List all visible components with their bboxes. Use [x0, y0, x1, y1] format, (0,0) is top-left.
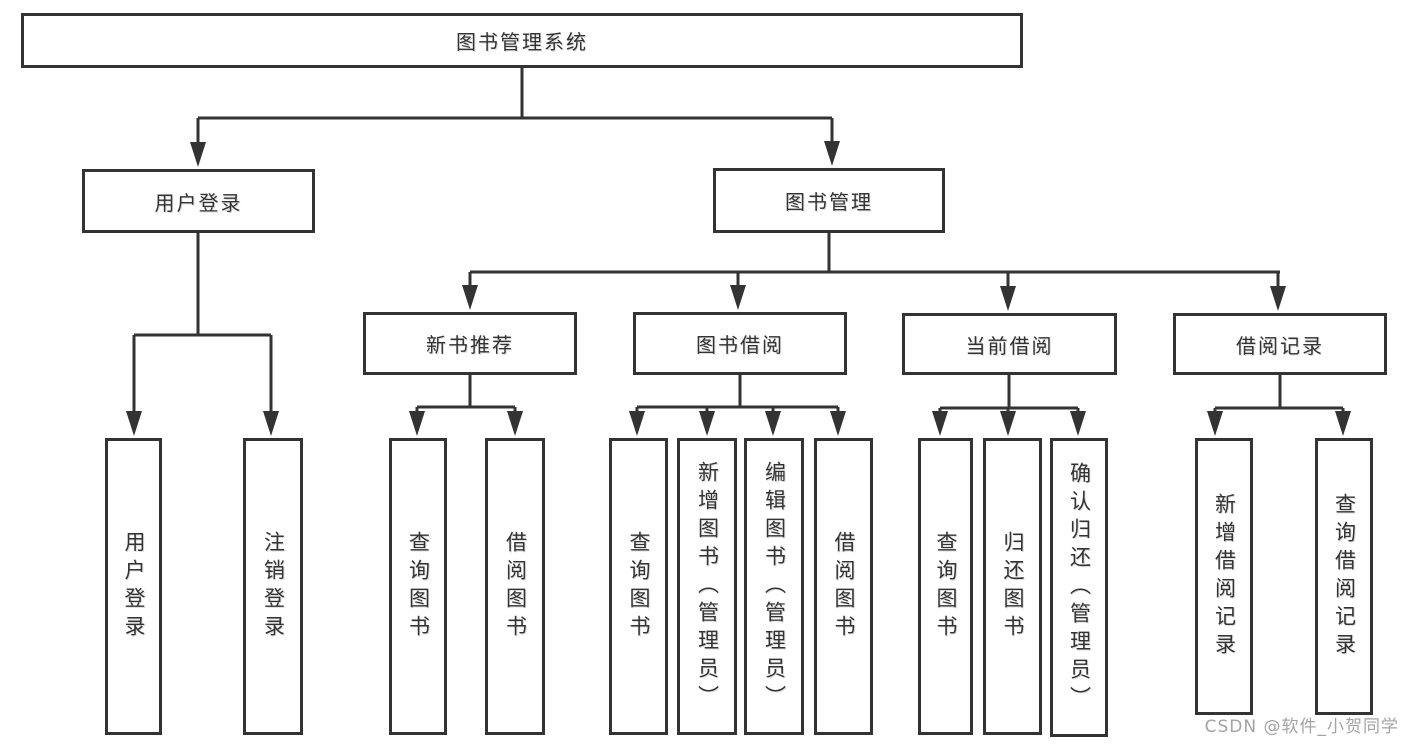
csdn-watermark: CSDN @软件_小贺同学 — [1204, 717, 1399, 737]
arrowhead-icon — [1000, 286, 1016, 311]
arrowhead-icon — [1270, 286, 1286, 311]
node-borrowing-records: 借阅记录 — [1173, 313, 1387, 375]
node-leaf-user-login: 用户登录 — [105, 438, 162, 735]
arrowhead-icon — [462, 285, 478, 310]
node-leaf-edit-books-admin: 编辑图书（管理员） — [744, 438, 804, 735]
node-current-borrowing: 当前借阅 — [902, 313, 1117, 375]
node-leaf-return-books: 归还图书 — [983, 438, 1042, 735]
node-leaf-confirm-return-admin: 确认归还（管理员） — [1050, 438, 1108, 737]
node-book-borrowing: 图书借阅 — [633, 312, 847, 375]
arrowhead-icon — [409, 411, 425, 436]
arrowhead-icon — [507, 411, 523, 436]
arrowhead-icon — [629, 411, 645, 436]
arrowhead-icon — [830, 411, 846, 436]
arrowhead-icon — [824, 141, 840, 166]
arrowhead-icon — [190, 142, 206, 167]
node-leaf-query-books-borrow: 查询图书 — [609, 438, 668, 735]
arrowhead-icon — [1335, 411, 1351, 436]
node-leaf-add-books-admin: 新增图书（管理员） — [677, 438, 737, 735]
node-leaf-borrow-books: 借阅图书 — [814, 438, 873, 735]
node-leaf-borrow-books-recommend: 借阅图书 — [485, 438, 545, 735]
node-user-login-group: 用户登录 — [82, 169, 315, 233]
arrowhead-icon — [1070, 411, 1086, 436]
arrowhead-icon — [765, 411, 781, 436]
node-system-root: 图书管理系统 — [21, 13, 1023, 68]
arrowhead-icon — [126, 411, 142, 436]
node-leaf-add-borrow-record: 新增借阅记录 — [1195, 438, 1253, 715]
node-leaf-query-books-recommend: 查询图书 — [389, 438, 447, 735]
arrowhead-icon — [699, 411, 715, 436]
node-book-management: 图书管理 — [713, 168, 945, 233]
arrowhead-icon — [730, 285, 746, 310]
arrowhead-icon — [932, 411, 948, 436]
node-leaf-logout: 注销登录 — [243, 438, 303, 735]
arrowhead-icon — [1207, 411, 1223, 436]
node-leaf-query-books-current: 查询图书 — [918, 438, 973, 735]
node-leaf-query-borrow-record: 查询借阅记录 — [1315, 438, 1373, 715]
arrowhead-icon — [1000, 411, 1016, 436]
node-new-book-recommendation: 新书推荐 — [363, 312, 577, 375]
arrowhead-icon — [263, 411, 279, 436]
